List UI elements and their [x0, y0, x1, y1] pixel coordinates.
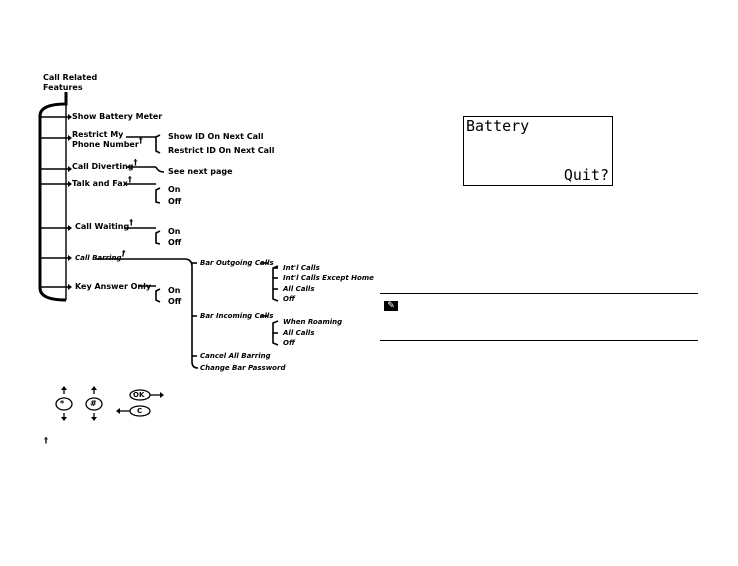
c-key-label[interactable]: C [137, 407, 143, 415]
menu-item-talk-and-fax[interactable]: Talk and Fax† [72, 175, 132, 189]
option-call-waiting-off[interactable]: Off [168, 238, 182, 247]
incoming-option-all[interactable]: All Calls [283, 329, 315, 337]
option-talk-fax-off[interactable]: Off [168, 197, 182, 206]
menu-item-call-diverting[interactable]: Call Diverting† [72, 158, 138, 172]
ok-key-label[interactable]: OK [133, 391, 145, 399]
call-diverting-label: Call Diverting [72, 162, 134, 171]
call-waiting-label: Call Waiting [75, 222, 130, 231]
option-restrict-id[interactable]: Restrict ID On Next Call [168, 146, 275, 155]
talk-and-fax-label: Talk and Fax [72, 179, 128, 188]
lcd-title: Battery [466, 117, 530, 135]
dagger-mark: † [138, 136, 143, 145]
key-icons [55, 389, 160, 418]
menu-item-call-barring[interactable]: Call Barring† [75, 249, 125, 263]
option-key-answer-off[interactable]: Off [168, 297, 182, 306]
footnote-dagger: † [44, 436, 48, 445]
star-key-label[interactable]: * [60, 399, 65, 408]
note-pen-icon: ✎ [384, 301, 398, 311]
outgoing-option-off[interactable]: Off [283, 295, 295, 303]
heading-line-2: Features [43, 83, 83, 92]
outgoing-option-intl[interactable]: Int'l Calls [283, 264, 320, 272]
lcd-display: Battery Quit? [463, 116, 613, 186]
call-barring-label: Call Barring [75, 254, 122, 262]
outgoing-option-intl-except-home[interactable]: Int'l Calls Except Home [283, 274, 374, 282]
restrict-label: Phone Number [72, 140, 139, 149]
option-see-next-page: See next page [168, 167, 233, 176]
lcd-prompt: Quit? [563, 166, 609, 184]
dagger-mark: † [121, 249, 126, 258]
incoming-option-off[interactable]: Off [283, 339, 295, 347]
menu-item-show-battery-meter[interactable]: Show Battery Meter [72, 112, 163, 121]
option-key-answer-on[interactable]: On [168, 286, 181, 295]
barring-incoming[interactable]: Bar Incoming Calls [200, 312, 274, 320]
menu-item-restrict-line-1[interactable]: Restrict My [72, 130, 124, 139]
menu-item-call-waiting[interactable]: Call Waiting† [75, 218, 133, 232]
outgoing-option-all[interactable]: All Calls [283, 285, 315, 293]
heading-line-1: Call Related [43, 73, 98, 82]
note-box: ✎ [380, 293, 698, 341]
dagger-mark: † [127, 175, 132, 184]
dagger-mark: † [133, 158, 138, 167]
barring-outgoing[interactable]: Bar Outgoing Calls [200, 259, 274, 267]
menu-item-restrict-line-2[interactable]: Phone Number† [72, 136, 143, 150]
option-show-id[interactable]: Show ID On Next Call [168, 132, 264, 141]
barring-cancel-all[interactable]: Cancel All Barring [200, 352, 271, 360]
dagger-mark: † [129, 218, 134, 227]
option-talk-fax-on[interactable]: On [168, 185, 181, 194]
barring-change-password[interactable]: Change Bar Password [200, 364, 286, 372]
option-call-waiting-on[interactable]: On [168, 227, 181, 236]
menu-item-key-answer-only[interactable]: Key Answer Only [75, 282, 152, 291]
hash-key-label[interactable]: # [90, 399, 97, 408]
incoming-option-when-roaming[interactable]: When Roaming [283, 318, 343, 326]
